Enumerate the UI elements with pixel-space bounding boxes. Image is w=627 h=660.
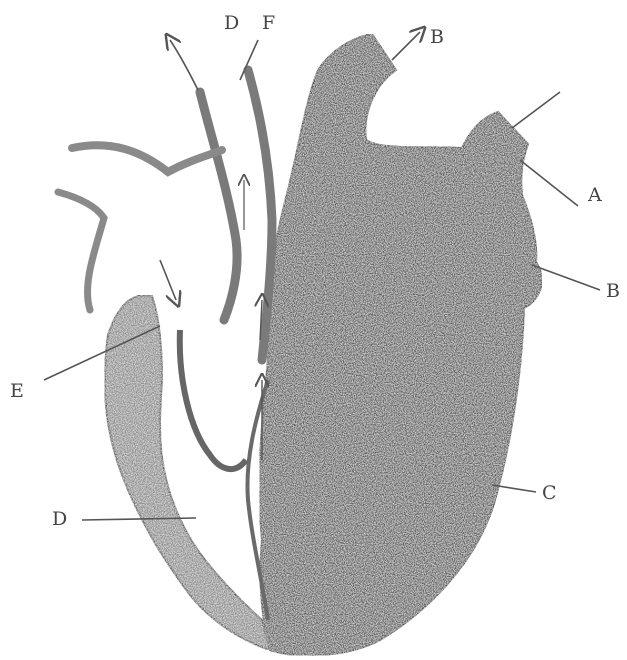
label-top-left: D bbox=[224, 14, 239, 33]
pulmonary-vessel-right bbox=[248, 70, 272, 360]
vena-cava-lower bbox=[58, 192, 104, 310]
label-c: C bbox=[542, 484, 557, 503]
label-f: F bbox=[262, 14, 275, 33]
flow-arrow-left bbox=[160, 260, 176, 300]
label-d: D bbox=[52, 510, 67, 529]
leader-line-a bbox=[520, 160, 578, 206]
pulmonary-vessel-left bbox=[200, 92, 237, 320]
interventricular-septum bbox=[180, 330, 246, 469]
label-b: B bbox=[606, 282, 620, 301]
label-e: E bbox=[10, 382, 24, 401]
leader-line-a1 bbox=[512, 92, 560, 128]
label-top-right: B bbox=[430, 28, 444, 47]
flow-arrow-top-left bbox=[170, 40, 198, 90]
left-ventricle-wall bbox=[260, 34, 542, 655]
flow-arrow-top-right bbox=[392, 32, 420, 60]
vena-cava-upper bbox=[72, 145, 222, 172]
label-a: A bbox=[588, 186, 602, 205]
right-ventricle-wall bbox=[105, 295, 270, 650]
